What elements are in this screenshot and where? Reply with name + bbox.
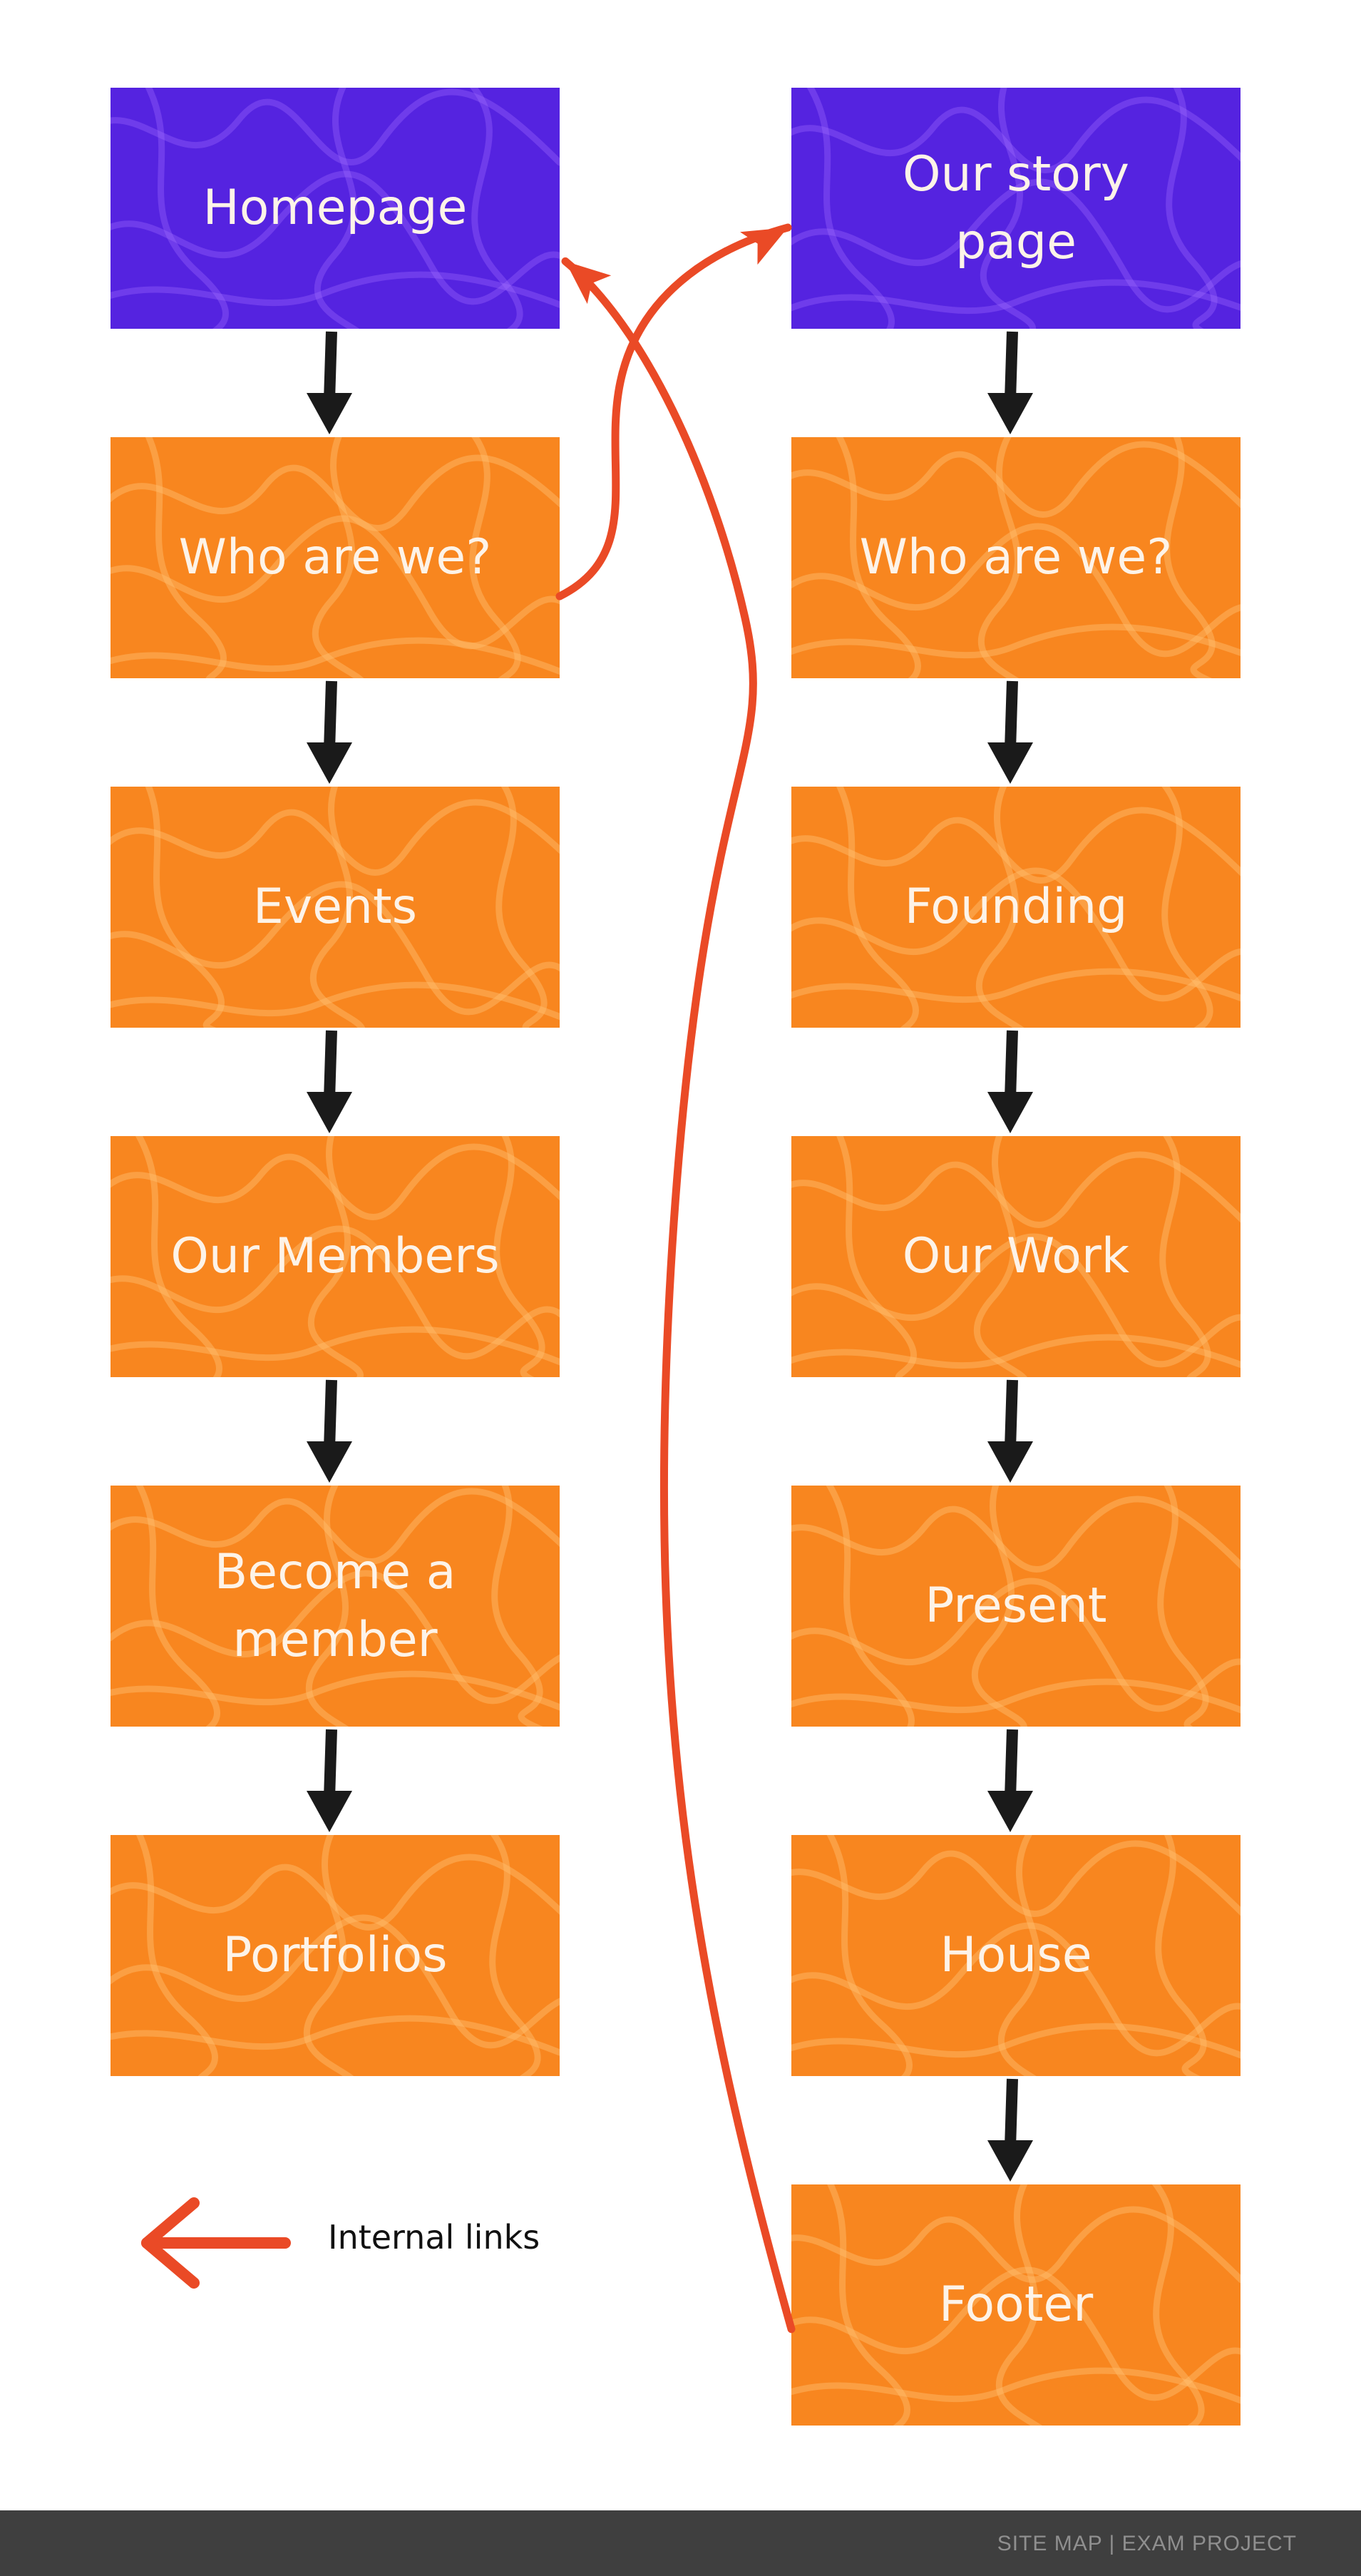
flow-arrow-our-members bbox=[307, 1379, 352, 1483]
footer-title: SITE MAP | EXAM PROJECT bbox=[997, 2532, 1297, 2555]
node-label: Events bbox=[252, 879, 418, 936]
node-label: Become a member bbox=[214, 1543, 456, 1668]
internal-link-arrow-1 bbox=[555, 223, 792, 600]
node-our-work: Our Work bbox=[791, 1136, 1241, 1377]
left-arrow-icon bbox=[141, 2197, 291, 2289]
flow-arrow-house bbox=[987, 2078, 1033, 2182]
node-label: Our Work bbox=[902, 1228, 1130, 1285]
node-label: Who are we? bbox=[859, 529, 1173, 586]
node-events: Events bbox=[111, 787, 560, 1028]
node-present: Present bbox=[791, 1486, 1241, 1727]
node-footer: Footer bbox=[791, 2184, 1241, 2426]
flow-arrow-become-a-member bbox=[307, 1729, 352, 1832]
flow-arrow-our-story-page bbox=[987, 331, 1033, 434]
node-label: Who are we? bbox=[178, 529, 492, 586]
flow-arrow-present bbox=[987, 1729, 1033, 1832]
node-left-who-are-we: Who are we? bbox=[111, 437, 560, 678]
node-our-story-page: Our story page bbox=[791, 88, 1241, 329]
node-house: House bbox=[791, 1835, 1241, 2076]
node-label: Homepage bbox=[202, 180, 468, 237]
node-portfolios: Portfolios bbox=[111, 1835, 560, 2076]
node-founding: Founding bbox=[791, 787, 1241, 1028]
internal-link-arrow-2 bbox=[561, 257, 796, 2334]
node-become-a-member: Become a member bbox=[111, 1486, 560, 1727]
node-right-who-are-we: Who are we? bbox=[791, 437, 1241, 678]
legend-label: Internal links bbox=[328, 2218, 540, 2256]
node-label: Footer bbox=[938, 2276, 1094, 2334]
node-label: Present bbox=[925, 1578, 1107, 1635]
flow-arrow-events bbox=[307, 1030, 352, 1133]
flow-arrow-homepage bbox=[307, 331, 352, 434]
node-our-members: Our Members bbox=[111, 1136, 560, 1377]
node-label: Founding bbox=[904, 879, 1128, 936]
node-label: Our Members bbox=[170, 1228, 500, 1285]
node-homepage: Homepage bbox=[111, 88, 560, 329]
node-label: Our story page bbox=[902, 145, 1130, 270]
flow-arrow-our-work bbox=[987, 1379, 1033, 1483]
footer-bar: SITE MAP | EXAM PROJECT bbox=[0, 2510, 1361, 2576]
flow-arrow-right-who-are-we bbox=[987, 680, 1033, 784]
node-label: House bbox=[940, 1927, 1092, 1984]
flow-arrow-left-who-are-we bbox=[307, 680, 352, 784]
node-label: Portfolios bbox=[222, 1927, 448, 1984]
flow-arrow-founding bbox=[987, 1030, 1033, 1133]
